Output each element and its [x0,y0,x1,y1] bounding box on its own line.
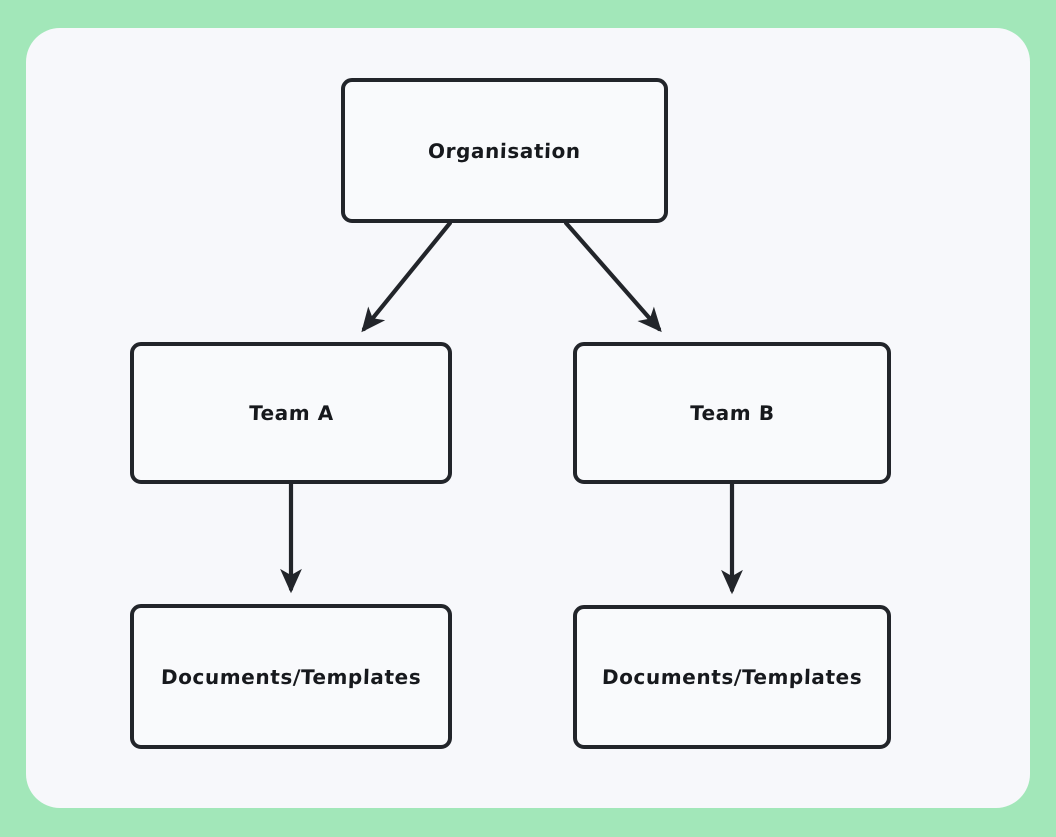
node-documents-templates-team-b-label: Documents/Templates [601,665,863,689]
node-documents-templates-team-b[interactable]: Documents/Templates [573,605,891,749]
node-team-b-label: Team B [689,401,775,425]
node-organisation[interactable]: Organisation [341,78,668,223]
node-documents-templates-team-a[interactable]: Documents/Templates [130,604,452,749]
node-team-b[interactable]: Team B [573,342,891,484]
edge-organisation-to-team-a [361,220,453,333]
node-documents-templates-team-a-label: Documents/Templates [160,664,422,689]
edge-organisation-to-team-b [563,220,662,333]
node-team-a-label: Team A [248,401,334,425]
node-team-a[interactable]: Team A [130,342,452,484]
node-organisation-label: Organisation [427,138,582,163]
